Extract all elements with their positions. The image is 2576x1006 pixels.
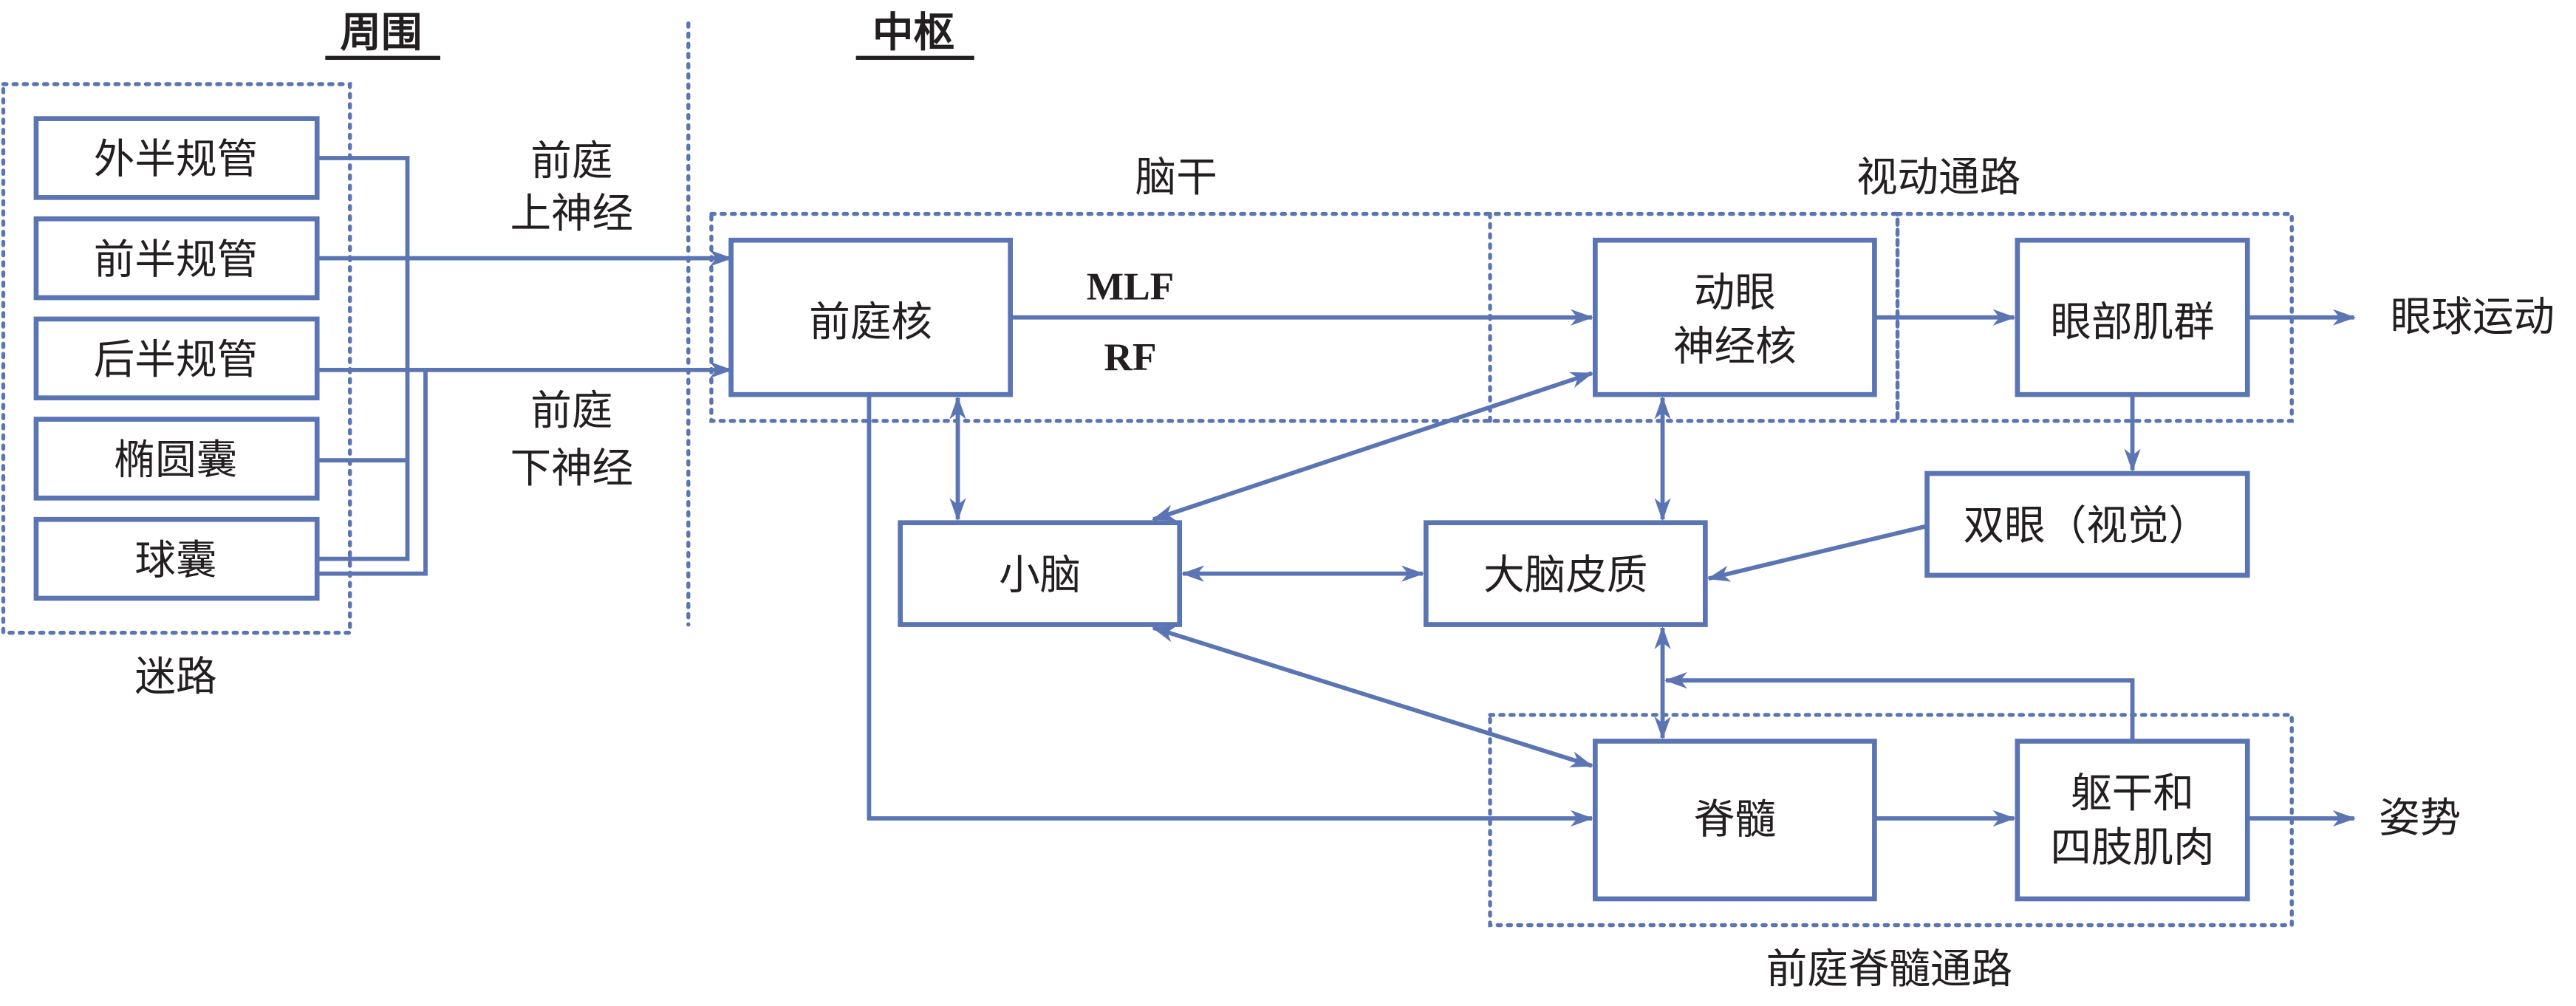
organ-anterior-canal: 前半规管 [33, 216, 320, 301]
mlf-label: MLF [1087, 264, 1175, 308]
vestibulospinal-label: 前庭脊髓通路 [1766, 945, 2012, 993]
arrow-muscles-feedback [1664, 672, 2135, 742]
arrow-vn-to-spinal [867, 394, 1594, 827]
inferior-nerve-label-2: 下神经 [510, 445, 634, 493]
arrow-cerebellum-spinal [1152, 626, 1594, 768]
node-trunk-limb-muscles: 躯干和 四肢肌肉 [2015, 739, 2250, 902]
organ-label: 前半规管 [94, 236, 258, 284]
node-binocular-vision: 双眼（视觉） [1924, 471, 2250, 578]
node-cerebral-cortex: 大脑皮质 [1423, 520, 1708, 627]
output-eye-movement: 眼球运动 [2391, 293, 2555, 341]
node-label: 眼部肌群 [2050, 298, 2214, 346]
node-eye-muscles: 眼部肌群 [2015, 237, 2250, 397]
header-central: 中枢 [872, 9, 954, 57]
node-oculomotor-nucleus: 动眼 神经核 [1593, 237, 1877, 397]
connector-inferior-bundle [317, 369, 428, 576]
node-label-1: 动眼 [1694, 269, 1776, 317]
organ-utricle: 椭圆囊 [33, 417, 320, 501]
labyrinth-label: 迷路 [134, 653, 216, 701]
output-posture: 姿势 [2379, 794, 2461, 842]
arrow-cerebellum-oculomotor [1152, 371, 1594, 521]
rf-label: RF [1104, 335, 1156, 379]
superior-nerve-label-1: 前庭 [530, 137, 612, 185]
node-label-2: 四肢肌肉 [2050, 824, 2214, 872]
node-label: 大脑皮质 [1483, 551, 1647, 599]
organ-label: 球囊 [134, 536, 216, 584]
node-label: 前庭核 [809, 298, 932, 346]
node-label-2: 神经核 [1673, 323, 1797, 371]
labyrinth-group [1, 82, 352, 635]
optokinetic-label: 视动通路 [1856, 154, 2020, 202]
organ-posterior-canal: 后半规管 [33, 316, 320, 401]
organ-label: 椭圆囊 [115, 437, 238, 485]
node-label: 脊髓 [1694, 796, 1776, 844]
node-cerebellum: 小脑 [898, 520, 1183, 627]
node-label-1: 躯干和 [2071, 770, 2194, 818]
node-vestibular-nucleus: 前庭核 [728, 237, 1014, 397]
inferior-nerve-label-1: 前庭 [530, 387, 612, 435]
organ-saccule: 球囊 [33, 516, 320, 601]
organ-label: 外半规管 [94, 136, 258, 184]
connector-superior-bundle [317, 156, 410, 561]
node-label: 小脑 [999, 551, 1081, 599]
organ-label: 后半规管 [94, 336, 258, 384]
header-periphery: 周围 [340, 9, 422, 57]
arrow-vision-to-cortex [1706, 524, 1928, 582]
node-spinal-cord: 脊髓 [1593, 739, 1877, 902]
superior-nerve-label-2: 上神经 [510, 190, 634, 238]
brainstem-label: 脑干 [1135, 154, 1217, 202]
node-label: 双眼（视觉） [1964, 502, 2210, 550]
organ-lateral-canal: 外半规管 [33, 116, 320, 200]
